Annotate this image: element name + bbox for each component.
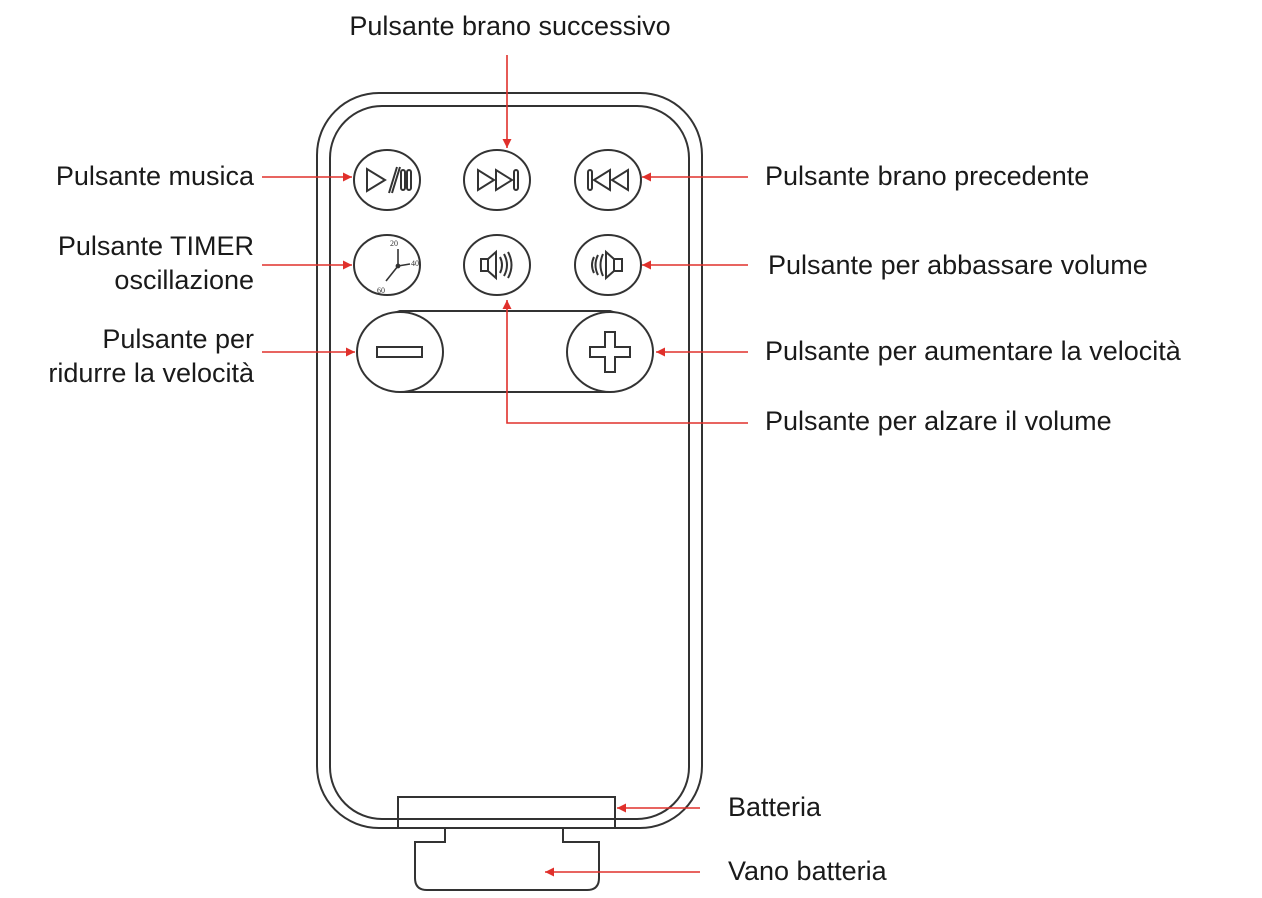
arrow-volume-up	[502, 300, 748, 424]
volume-down-icon	[591, 249, 623, 281]
label-music: Pulsante musica	[55, 161, 254, 191]
speed-down-button[interactable]	[356, 311, 444, 393]
timer-button[interactable]	[353, 234, 421, 296]
plus-icon	[589, 331, 631, 373]
label-timer-line2: oscillazione	[114, 265, 254, 295]
label-speed-down-line2: ridurre la velocità	[48, 358, 254, 388]
label-volume-up: Pulsante per alzare il volume	[765, 406, 1112, 436]
minus-icon	[376, 346, 423, 358]
label-timer-line1: Pulsante TIMER	[57, 231, 254, 261]
volume-down-button[interactable]	[574, 234, 642, 296]
label-speed-down-line1: Pulsante per	[102, 324, 254, 354]
label-speed-up: Pulsante per aumentare la velocità	[765, 336, 1181, 366]
timer-mark-20: 20	[390, 239, 398, 248]
timer-mark-60: 60	[377, 286, 385, 295]
speed-up-button[interactable]	[566, 311, 654, 393]
battery-slot	[397, 796, 616, 829]
play-pause-button[interactable]	[353, 149, 421, 211]
previous-track-button[interactable]	[574, 149, 642, 211]
next-track-icon	[477, 168, 519, 192]
label-next-track: Pulsante brano successivo	[349, 11, 671, 41]
volume-up-icon	[480, 249, 513, 281]
label-volume-down: Pulsante per abbassare volume	[768, 250, 1148, 280]
battery-cover	[414, 828, 600, 891]
label-battery-compartment: Vano batteria	[728, 856, 887, 886]
timer-mark-40: 40	[411, 259, 419, 268]
label-battery: Batteria	[728, 792, 822, 822]
play-pause-icon	[366, 166, 412, 194]
label-previous-track: Pulsante brano precedente	[765, 161, 1090, 191]
timer-dial-icon	[385, 249, 411, 282]
previous-track-icon	[587, 168, 629, 192]
